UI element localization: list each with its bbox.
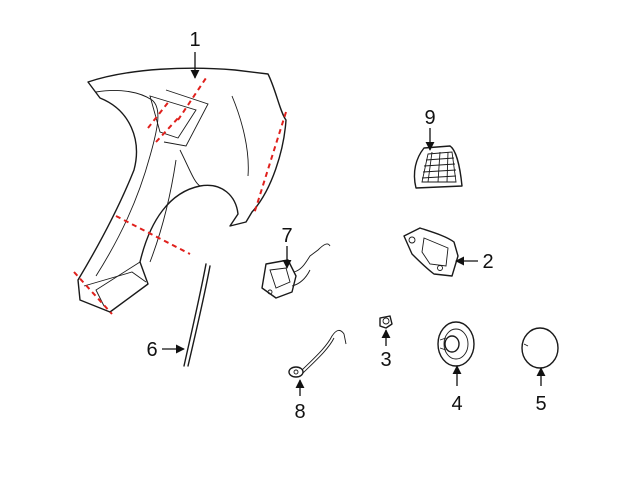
actuator-part[interactable] — [261, 243, 331, 299]
callout-number: 4 — [451, 393, 462, 415]
vent-grille-part[interactable] — [413, 145, 463, 189]
callout-5: 5 — [535, 367, 547, 415]
seal-strip-part[interactable] — [183, 263, 211, 367]
cut-line-pillar-lower — [155, 115, 181, 143]
callout-1: 1 — [189, 29, 201, 79]
callout-4: 4 — [451, 365, 463, 415]
callout-number: 8 — [294, 401, 305, 423]
callout-number: 1 — [189, 29, 200, 51]
callout-8: 8 — [294, 379, 306, 423]
callout-3: 3 — [380, 329, 392, 371]
cut-line-pillar — [147, 99, 171, 129]
callout-9: 9 — [424, 107, 436, 151]
grommet-part[interactable] — [379, 315, 393, 329]
callout-number: 2 — [482, 251, 493, 273]
quarter-panel-part[interactable] — [73, 67, 287, 315]
callout-number: 3 — [380, 349, 391, 371]
callout-7: 7 — [281, 225, 293, 269]
ring-part[interactable] — [521, 327, 559, 369]
callout-number: 5 — [535, 393, 546, 415]
callout-6: 6 — [146, 339, 185, 361]
callout-number: 9 — [424, 107, 435, 129]
cut-lines — [73, 77, 287, 315]
filler-neck-part[interactable] — [437, 321, 475, 367]
callout-number: 6 — [146, 339, 157, 361]
fuel-filler-housing-part[interactable] — [403, 227, 459, 277]
release-cable-part[interactable] — [288, 329, 347, 378]
callout-2: 2 — [455, 251, 494, 273]
cut-line-wheelarch — [115, 215, 191, 255]
callout-number: 7 — [281, 225, 292, 247]
cut-line-rocker — [73, 271, 113, 315]
